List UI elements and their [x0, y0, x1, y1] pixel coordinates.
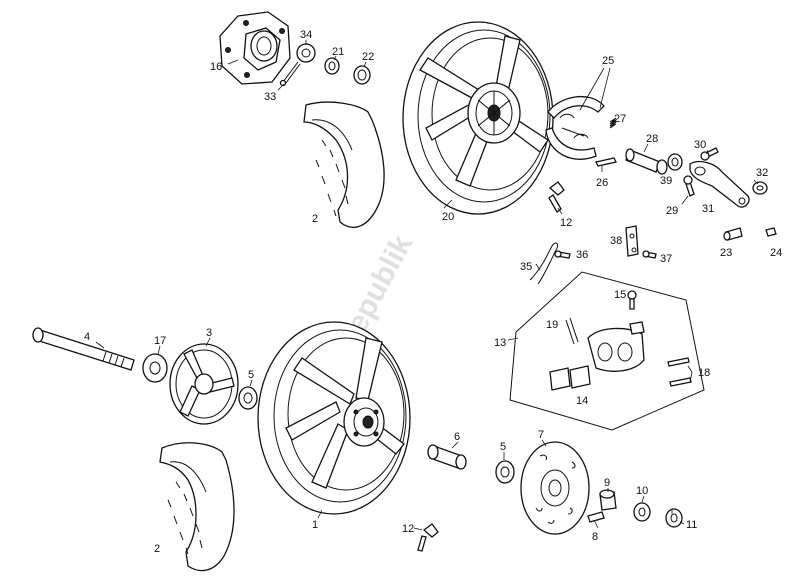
washer-part-39 [667, 153, 683, 171]
callout-2-upper: 2 [312, 213, 318, 225]
callout-26: 26 [596, 177, 608, 189]
callout-5-left: 5 [248, 369, 254, 381]
callout-18: 18 [698, 367, 710, 379]
callout-38: 38 [610, 235, 622, 247]
callout-15: 15 [614, 289, 626, 301]
axle-part-4 [32, 327, 135, 371]
sleeve-part-23 [723, 227, 743, 241]
caliper-assembly-box-13 [509, 271, 705, 431]
callout-22: 22 [362, 51, 374, 63]
callout-36: 36 [576, 249, 588, 261]
bushing-part-21 [324, 57, 340, 75]
callout-35: 35 [520, 261, 532, 273]
wheel-cover-part-3 [169, 343, 239, 425]
callout-8: 8 [592, 531, 598, 543]
bolt-part-30 [700, 147, 719, 161]
washer-part-32 [752, 181, 768, 195]
pin-part-19 [565, 317, 579, 345]
callout-27: 27 [614, 113, 626, 125]
callout-28: 28 [646, 133, 658, 145]
caliper-body [587, 321, 645, 372]
callout-23: 23 [720, 247, 732, 259]
seal-part-22 [353, 65, 371, 85]
callout-12-lower: 12 [402, 523, 414, 535]
callout-17: 17 [154, 335, 166, 347]
bolt-part-29 [683, 175, 695, 197]
nipple-part-24 [765, 227, 777, 237]
callout-labels: 16 34 21 22 33 2 20 12 25 27 26 28 30 39… [84, 29, 782, 555]
callout-31: 31 [702, 203, 714, 215]
spring-clip-part-35 [529, 242, 559, 285]
callout-7: 7 [538, 429, 544, 441]
callout-10: 10 [636, 485, 648, 497]
leader-lines [95, 40, 759, 531]
callout-30: 30 [694, 139, 706, 151]
callout-1: 1 [312, 519, 318, 531]
callout-4: 4 [84, 331, 90, 343]
callout-32: 32 [756, 167, 768, 179]
bearing-part-5-left [238, 386, 258, 410]
front-wheel-part-1 [257, 321, 411, 515]
valve-part-12-lower [417, 523, 439, 552]
callout-37: 37 [660, 253, 672, 265]
callout-3: 3 [206, 327, 212, 339]
rear-wheel-part-20 [402, 21, 554, 215]
callout-12-upper: 12 [560, 217, 572, 229]
brake-shoes-part-25 [545, 96, 605, 160]
hub-flange-part-16 [219, 11, 291, 85]
callout-33: 33 [264, 91, 276, 103]
callout-21: 21 [332, 46, 344, 58]
bolt-part-33 [279, 61, 301, 87]
callout-13: 13 [494, 337, 506, 349]
screw-part-8 [587, 511, 605, 523]
screw-part-37 [642, 250, 657, 259]
washer-part-10 [633, 502, 651, 522]
bearing-part-5-right [495, 460, 515, 484]
callout-19: 19 [546, 319, 558, 331]
callout-5-right: 5 [500, 441, 506, 453]
brake-disc-part-7 [520, 441, 590, 535]
callout-39: 39 [660, 175, 672, 187]
callout-6: 6 [454, 431, 460, 443]
callout-11: 11 [686, 519, 697, 531]
spacer-part-9 [599, 489, 617, 511]
callout-2-lower: 2 [154, 543, 160, 555]
spacer-part-17 [142, 353, 168, 383]
cam-shaft-part-28 [625, 148, 668, 175]
spacer-part-6 [427, 444, 467, 470]
screws-part-18 [667, 357, 692, 387]
plate-part-38 [625, 225, 639, 257]
callout-9: 9 [604, 477, 610, 489]
bleeder-part-15 [627, 290, 637, 310]
screw-part-36 [554, 250, 571, 259]
callout-20: 20 [442, 211, 454, 223]
brake-pads-part-14 [549, 365, 591, 391]
callout-25: 25 [602, 55, 614, 67]
mudguard-part-2-upper [303, 101, 385, 228]
callout-16: 16 [210, 61, 222, 73]
brake-arm-part-31 [689, 160, 750, 208]
spring-part-27 [609, 117, 617, 129]
mudguard-part-2-lower [159, 442, 235, 572]
callout-29: 29 [666, 205, 678, 217]
callout-24: 24 [770, 247, 782, 259]
valve-part-12-upper [548, 181, 565, 213]
callout-14: 14 [576, 395, 588, 407]
nut-part-11 [665, 508, 683, 528]
clip-part-26 [595, 157, 617, 167]
callout-34: 34 [300, 29, 312, 41]
bearing-part-34 [296, 43, 316, 63]
